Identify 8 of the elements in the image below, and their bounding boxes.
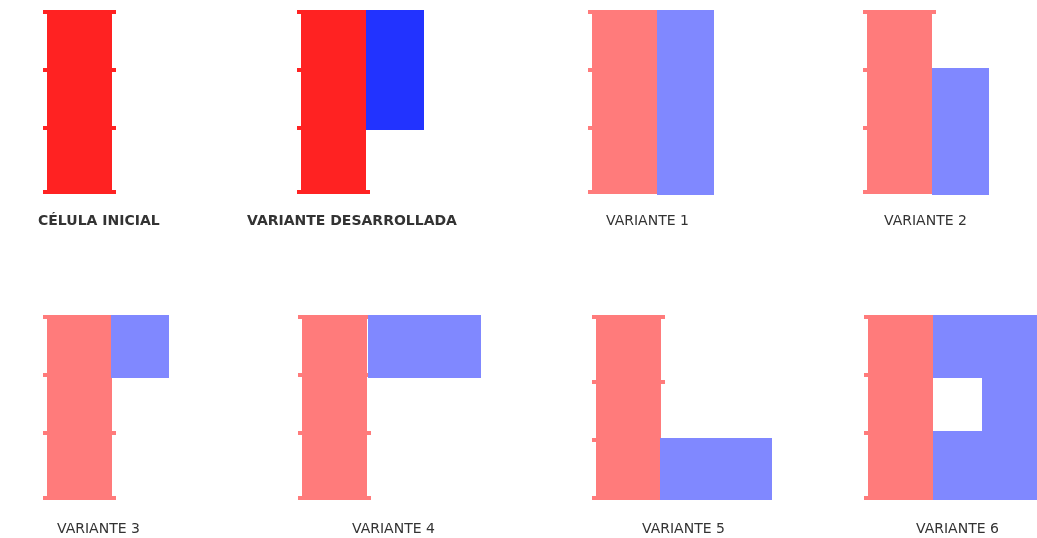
- variant-caption: VARIANTE 4: [352, 520, 435, 536]
- variant-caption: VARIANTE 1: [606, 212, 689, 228]
- variant-caption: VARIANTE DESARROLLADA: [247, 212, 457, 228]
- variant-caption: VARIANTE 2: [884, 212, 967, 228]
- variant-caption: VARIANTE 5: [642, 520, 725, 536]
- variant-caption: VARIANTE 3: [57, 520, 140, 536]
- variant-caption: CÉLULA INICIAL: [38, 212, 160, 228]
- variant-caption: VARIANTE 6: [916, 520, 999, 536]
